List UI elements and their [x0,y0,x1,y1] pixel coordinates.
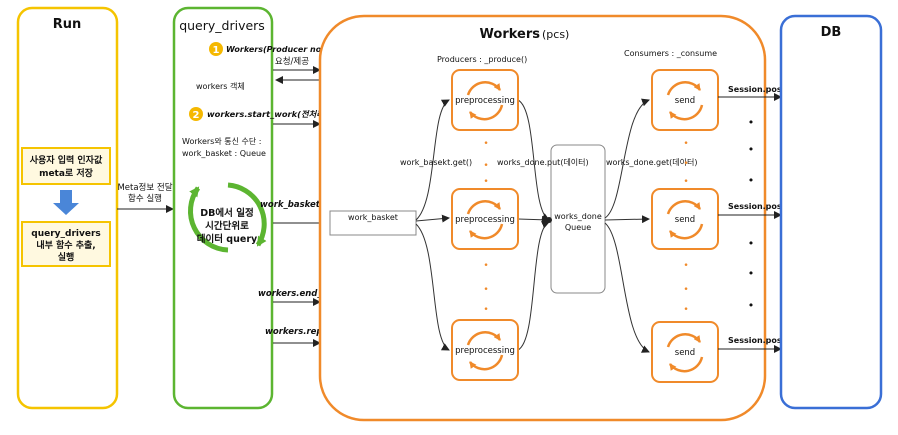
cycle-arrow-bottom-icon [227,182,267,247]
session-post-2: Session.post() [728,202,793,211]
queue-line1: works_done [554,212,602,221]
run-title: Run [53,17,82,32]
queue-to-consumer1 [604,98,650,219]
producer-2: preprocessing [451,188,519,250]
step2-label: workers.start_work(전처리 메타정보, 전처리함수) [207,109,405,119]
session-dots: • • • • • • [748,116,755,312]
svg-text:•: • [748,237,755,250]
svg-text:preprocessing: preprocessing [455,215,515,225]
report-label: workers.report() [265,327,344,337]
svg-text:•: • [683,305,688,315]
workers-object-label: workers 객체 [196,81,245,91]
basket-to-producer1 [415,99,450,221]
consumer-2: send [651,188,719,250]
consumer-3: send [651,321,719,383]
svg-text:send: send [675,215,695,225]
step1-sublabel: 요청/제공 [275,57,309,67]
run-extract-line1: query_drivers [31,229,101,239]
session-post-3: Session.post() [728,336,793,345]
step2-badge [189,107,203,121]
svg-text:•: • [483,161,488,171]
step1-badge [209,42,223,56]
db-panel [779,14,883,410]
cycle-line3: 데이터 query [197,233,258,245]
svg-text:preprocessing: preprocessing [455,96,515,106]
meta-label-line1: Meta정보 전달 [117,182,172,193]
producer2-to-queue [517,215,550,224]
db-title: DB [821,25,842,40]
svg-text:•: • [748,116,755,129]
queue-to-consumer3 [604,222,650,353]
end-work-label: workers.end_work() [258,289,353,299]
run-input-line1: 사용자 입력 인자값 [30,154,103,166]
cycle-line2: 시간단위로 [205,220,249,232]
consumers-label: Consumers : _consume [624,49,717,58]
svg-text:preprocessing: preprocessing [455,346,515,356]
run-extract-line2: 내부 함수 추출, [36,239,95,251]
svg-text:•: • [683,159,688,169]
svg-text:•: • [483,305,488,315]
basket-put-label: work_basket.put [260,200,340,210]
svg-text:•: • [683,139,688,149]
queue-line2: Queue [565,223,591,232]
svg-text:•: • [748,267,755,280]
done-get-label: works_done.get(데이터) [606,157,698,167]
work-basket-label: work_basket [348,213,398,222]
workers-title: Workers [480,27,541,42]
run-extract-box [21,221,111,267]
svg-text:•: • [748,299,755,312]
meta-label-line2: 함수 실행 [128,193,162,204]
svg-text:•: • [683,285,688,295]
svg-text:•: • [483,177,488,187]
comm-label-line2: work_basket : Queue [182,149,266,158]
run-extract-line3: 실행 [58,251,75,263]
producers-label: Producers : _produce() [437,55,527,64]
cycle-arrow-top-icon [187,186,229,253]
producer-3: preprocessing [451,319,519,381]
step1-label: Workers(Producer no. , Consumer no.) [226,45,399,54]
basket-to-producer3 [415,223,450,351]
cycle-line1: DB에서 일정 [200,207,253,219]
svg-text:•: • [483,139,488,149]
producer1-to-queue [517,99,550,221]
query-drivers-title: query_drivers [179,18,265,33]
basket-get-label: work_basekt.get() [400,158,472,167]
comm-label-line1: Workers와 통신 수단 : [182,136,261,146]
svg-text:•: • [748,174,755,187]
svg-text:send: send [675,348,695,358]
svg-text:•: • [483,285,488,295]
producer-dots: • • • • • • [483,139,488,315]
consumer-1: send [651,69,719,131]
svg-text:send: send [675,96,695,106]
work-basket-box [329,210,417,236]
consumer-dots: • • • • • • [683,139,688,315]
svg-text:•: • [483,261,488,271]
svg-text:•: • [748,143,755,156]
basket-to-producer2 [415,214,450,223]
svg-text:•: • [683,177,688,187]
workers-title-suffix: (pcs) [542,28,569,41]
queue-to-consumer2 [604,215,650,224]
done-put-label: works_done.put(데이터) [497,157,589,167]
down-arrow-icon [53,190,79,215]
producer3-to-queue [517,221,550,351]
session-post-1: Session.post() [728,85,793,94]
run-input-box [21,147,111,185]
svg-text:•: • [683,261,688,271]
step1-number: 1 [213,45,220,56]
run-input-line2: meta로 저장 [39,167,94,179]
step2-number: 2 [193,110,200,121]
queue-junction [546,217,552,223]
producer-1: preprocessing [451,69,519,131]
